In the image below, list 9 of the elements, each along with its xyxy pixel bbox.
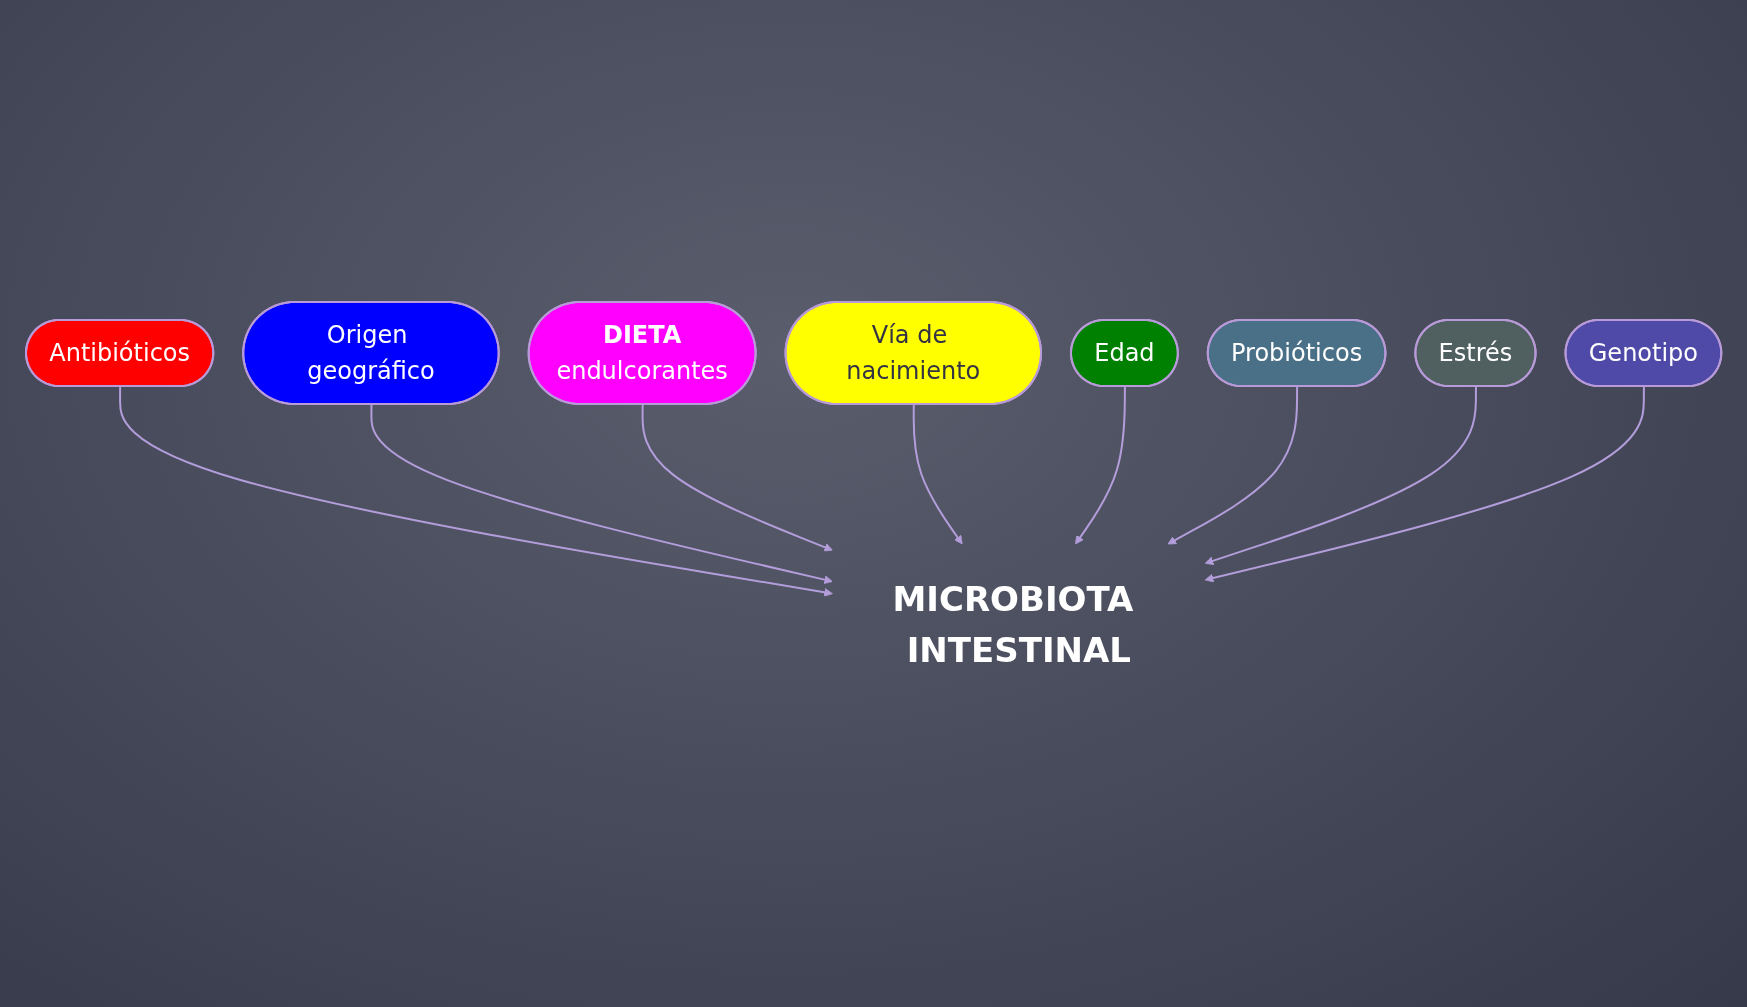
arrow [1167,385,1298,544]
arrow [1204,385,1645,582]
arrow [1074,385,1126,544]
arrow [370,403,833,584]
arrow [118,385,833,597]
arrow [1204,385,1477,565]
arrow [912,403,963,544]
node-text: MICROBIOTA INTESTINAL [892,578,1134,670]
arrow [641,403,833,551]
